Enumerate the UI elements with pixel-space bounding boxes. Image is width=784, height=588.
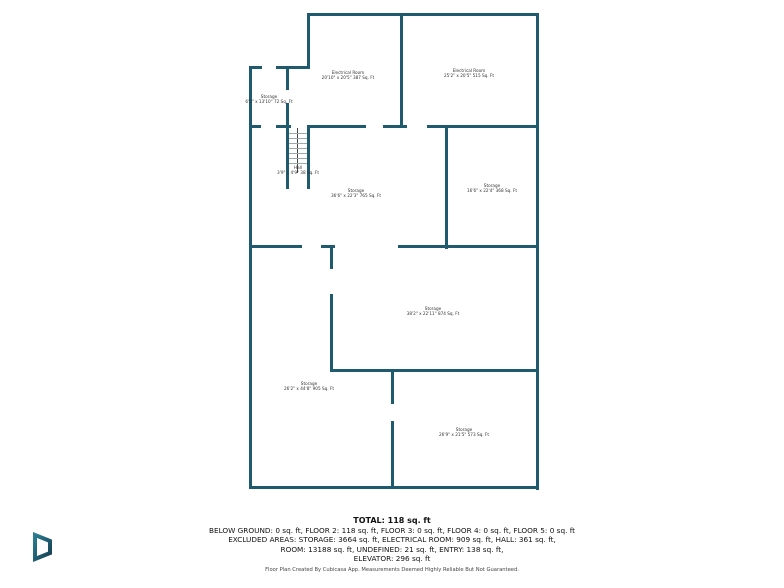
wall-h2-c [398,245,539,248]
wall-h1-e [427,125,539,128]
disclaimer-text: Floor Plan Created By Cubicasa App. Meas… [265,567,519,573]
room-name: Storage [455,427,473,432]
wall-small-storage-right [286,66,289,90]
wall-top-small-a [249,66,262,69]
stair-step [289,148,307,149]
room-name: Storage [260,94,278,99]
wall-top-main [307,13,539,16]
excluded-areas-line: EXCLUDED AREAS: STORAGE: 3664 sq. ft, EL… [228,535,556,545]
room-name: Storage [483,183,501,188]
room-dims: 20'10" x 20'5" 387 Sq. Ft [321,75,375,80]
stair-step [289,138,307,139]
wall-top-small-b [276,66,310,69]
wall-hall-right [307,125,310,189]
room-label-hall: Hall 3'9" x 4'9" 38 Sq. Ft [277,165,319,175]
stair-step [289,143,307,144]
room-label-storage-573: Storage 26'9" x 21'5" 573 Sq. Ft [439,427,489,437]
wall-h3 [330,369,539,372]
room-label-electrical-1: Electrical Room 20'10" x 20'5" 387 Sq. F… [322,70,375,80]
room-label-electrical-2: Electrical Room 25'2" x 20'5" 515 Sq. Ft [444,68,494,78]
room-name: Storage [300,381,318,386]
room-dims: 16'6" x 22'4" 368 Sq. Ft [467,188,517,193]
stair-step [289,163,307,164]
room-label-storage-905: Storage 26'2" x 44'8" 905 Sq. Ft [284,381,334,391]
wall-h2-a [249,245,302,248]
wall-h1-c [308,125,366,128]
room-label-storage-368: Storage 16'6" x 22'4" 368 Sq. Ft [467,183,517,193]
wall-step-vertical [307,13,310,69]
room-name: Hall [293,165,303,170]
excluded-areas-line-2: ROOM: 13188 sq. ft, UNDEFINED: 21 sq. ft… [280,544,504,554]
wall-right [536,13,539,490]
excluded-areas-line-3: ELEVATOR: 296 sq. ft [353,554,431,564]
wall-bottom-divider-b [391,421,394,489]
wall-storage-874-left-a [330,245,333,269]
wall-h2-b [321,245,335,248]
wall-small-storage-right-b [286,103,289,189]
wall-bottom-divider-a [391,369,394,404]
room-dims: 3'9" x 4'9" 38 Sq. Ft [277,170,319,175]
wall-storage-east-left [445,125,448,249]
wall-storage-874-left-b [330,294,333,372]
room-dims: 38'2" x 22'11" 874 Sq. Ft [406,311,460,316]
stair-step [289,133,307,134]
total-area: TOTAL: 118 sq. ft [353,516,431,525]
room-label-storage-874: Storage 38'2" x 22'11" 874 Sq. Ft [407,306,460,316]
room-name: Electrical Room [331,70,365,75]
room-dims: 6'5" x 13'10" 72 Sq. Ft [245,99,293,104]
wall-h1-b [276,125,291,128]
wall-electrical-divider [400,13,403,128]
stair-step [289,153,307,154]
room-dims: 26'9" x 21'5" 573 Sq. Ft [439,432,489,437]
room-dims: 36'6" x 22'3" 765 Sq. Ft [331,193,381,198]
room-label-storage-765: Storage 36'6" x 22'3" 765 Sq. Ft [331,188,381,198]
room-name: Storage [347,188,365,193]
room-name: Storage [424,306,442,311]
room-dims: 25'2" x 20'5" 515 Sq. Ft [444,73,494,78]
floors-area-line: BELOW GROUND: 0 sq. ft, FLOOR 2: 118 sq.… [208,525,576,535]
room-dims: 26'2" x 44'8" 905 Sq. Ft [284,386,334,391]
area-summary: TOTAL: 118 sq. ft BELOW GROUND: 0 sq. ft… [192,516,592,564]
wall-h1-d [383,125,407,128]
floor-plan: Electrical Room 20'10" x 20'5" 387 Sq. F… [245,13,539,490]
room-name: Electrical Room [452,68,486,73]
wall-left [249,66,252,489]
room-label-storage-small: Storage 6'5" x 13'10" 72 Sq. Ft [245,94,292,104]
stair-rail [297,128,298,173]
wall-bottom [249,486,539,489]
wall-h1-a [249,125,261,128]
stair-step [289,158,307,159]
cubicasa-logo-icon [24,531,56,563]
